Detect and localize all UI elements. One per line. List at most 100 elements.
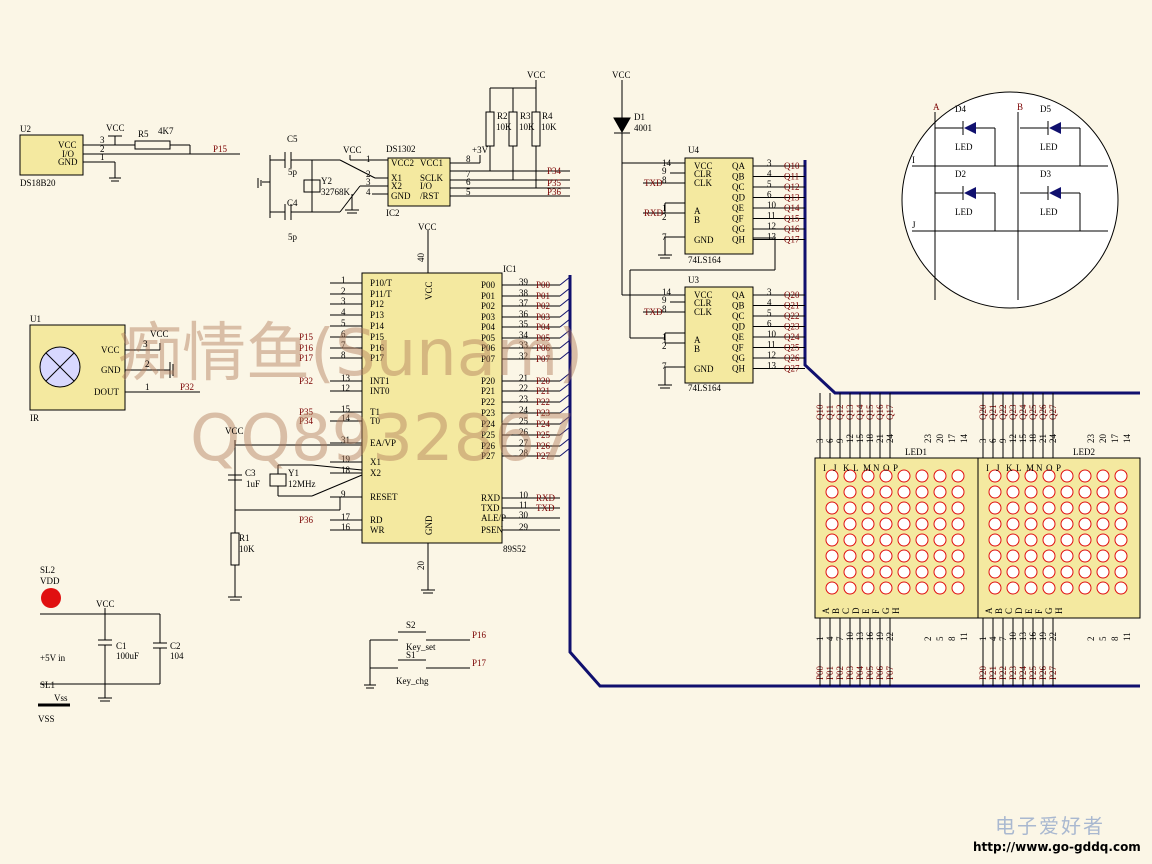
ic2-left-pin-label: VCC2: [391, 158, 414, 168]
u4-right-pin-number: 5: [767, 179, 772, 189]
led2-dot: [1060, 517, 1074, 531]
ic1-left-pin-number: 2: [341, 286, 346, 296]
ic1-right-signal: P00: [536, 280, 551, 290]
ic1-left-pin-label: P11/T: [370, 289, 392, 299]
u1-pin-dout: DOUT: [94, 387, 119, 397]
ic1-left-pin-label: P15: [370, 332, 385, 342]
ic1-left-pin-label: T1: [370, 407, 380, 417]
led1-dot: [915, 533, 929, 547]
detail-led-label: LED: [955, 207, 973, 217]
led2-col-label: N: [1036, 463, 1043, 473]
u3-right-pin-number: 5: [767, 308, 772, 318]
ic1-pin20: 20: [416, 561, 426, 571]
ic1-left-pin-number: 18: [341, 465, 351, 475]
led1-dot: [879, 533, 893, 547]
led1-top-extra-pin: 17: [947, 434, 957, 444]
led2-row-label: G: [1044, 607, 1054, 614]
u4-left-pin-number: 1: [662, 203, 667, 213]
led2-bottom-extra-pin: 5: [1098, 636, 1108, 641]
led2-dot: [1006, 485, 1020, 499]
ic2-right-pin-label: VCC1: [420, 158, 443, 168]
led1-dot: [951, 533, 965, 547]
u3-output-signal: Q26: [784, 353, 800, 363]
ic1-left-pin-number: 14: [341, 413, 351, 423]
ic1-right-pin-number: 33: [519, 340, 529, 350]
sl1-label: Vss: [54, 693, 68, 703]
led1-dot: [861, 565, 875, 579]
ic2-sig-p36: P36: [547, 187, 562, 197]
detail-led-label: LED: [955, 142, 973, 152]
u3-right-pin-label: QF: [732, 343, 744, 353]
u3-output-signal: Q24: [784, 332, 800, 342]
ic1-bus-entry: [559, 447, 571, 457]
led2-top-extra-pin: 23: [1086, 434, 1096, 444]
led2-dot: [1114, 517, 1128, 531]
led1-dot: [951, 501, 965, 515]
ic1-left-pin-label: P16: [370, 343, 385, 353]
ic1-right-pin-number: 27: [519, 438, 529, 448]
led1-col-label: N: [873, 463, 880, 473]
led1-dot: [879, 565, 893, 579]
led1-top-extra-pin: 14: [959, 434, 969, 444]
led2-dot: [1042, 517, 1056, 531]
ic2-right-pin-number: 5: [466, 187, 471, 197]
led2-dot: [1096, 469, 1110, 483]
led1-bottom-extra-pin: 2: [923, 637, 933, 642]
u2-num-2: 2: [100, 144, 105, 154]
u2-num-3: 3: [100, 135, 105, 145]
ic2-left-pin-number: 3: [366, 177, 371, 187]
ic1-left-pin-label: X1: [370, 457, 381, 467]
u2-sig-p15: P15: [213, 144, 228, 154]
r1-value: 10K: [239, 544, 255, 554]
led1-dot: [915, 469, 929, 483]
led2-dot: [1060, 485, 1074, 499]
led1-dot: [915, 517, 929, 531]
led1-dot: [825, 549, 839, 563]
led1-dot: [915, 581, 929, 595]
detail-led-diode: [964, 187, 976, 199]
r2-ref: R2: [497, 111, 508, 121]
led2-dot: [1042, 565, 1056, 579]
c1-value: 100uF: [116, 651, 139, 661]
r5-ref: R5: [138, 129, 149, 139]
led1-dot: [843, 485, 857, 499]
watermark-line2: QQ8932867: [190, 402, 576, 476]
led2-dot: [1060, 549, 1074, 563]
u4-right-pin-label: QF: [732, 214, 744, 224]
led2-dot: [1006, 517, 1020, 531]
u4-right-pin-label: QD: [732, 193, 745, 203]
led1-dot: [861, 581, 875, 595]
u2-pin-gnd: GND: [58, 157, 78, 167]
r2-value: 10K: [496, 122, 512, 132]
led2-dot: [1042, 549, 1056, 563]
ic1-part: 89S52: [503, 544, 526, 554]
led1-dot: [933, 581, 947, 595]
led2-dot: [1078, 581, 1092, 595]
ic2-left-pin-label: X1: [391, 173, 402, 183]
u3-left-pin-number: 7: [662, 361, 667, 371]
led2-bottom-extra-pin: 11: [1122, 632, 1132, 641]
led1-dot: [897, 485, 911, 499]
led1-dot: [861, 485, 875, 499]
u3-right-pin-number: 10: [767, 329, 777, 339]
led2-dot: [1024, 517, 1038, 531]
ic1-left-signal: P34: [299, 416, 314, 426]
ic2-right-pin-number: 8: [466, 154, 471, 164]
ic1-right-signal: P03: [536, 312, 551, 322]
led1-dot: [951, 485, 965, 499]
u3-right-pin-label: QB: [732, 301, 745, 311]
led2-row-label: A: [984, 607, 994, 614]
led2-dot: [988, 517, 1002, 531]
u3-output-signal: Q21: [784, 301, 800, 311]
ic1-left-pin-label: RESET: [370, 492, 398, 502]
led2-dot: [1024, 533, 1038, 547]
ic1-right-pin-label: ALE/P: [481, 513, 506, 523]
ic1-right-signal: P02: [536, 301, 550, 311]
ic1-right-pin-label: P22: [481, 397, 495, 407]
u4-left-pin-number: 9: [662, 166, 667, 176]
led2-dot: [1096, 581, 1110, 595]
ic1-right-pin-number: 39: [519, 277, 529, 287]
ic1-left-pin-label: RD: [370, 515, 383, 525]
led1-top-extra-pin: 23: [923, 434, 933, 444]
ic1-bus-entry: [559, 287, 571, 297]
